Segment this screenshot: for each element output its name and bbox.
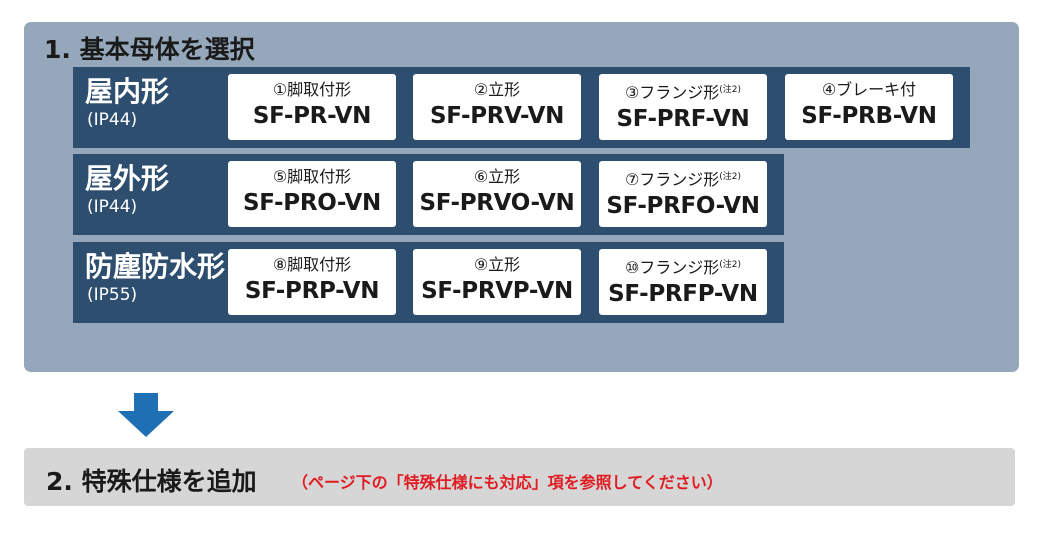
group-row-indoor: 屋内形 (IP44) ①脚取付形 SF-PR-VN ②立形 SF-PRV-VN … [73,67,970,148]
model-type-label: ①脚取付形 [272,80,352,99]
group-ip-rating: (IP55) [87,285,138,305]
group-row-dustproof-waterproof: 防塵防水形 (IP55) ⑧脚取付形 SF-PRP-VN ⑨立形 SF-PRVP… [73,242,784,323]
group-name: 防塵防水形 [85,250,226,283]
model-code: SF-PRVO-VN [419,190,575,216]
model-card: ③フランジ形(注2) SF-PRF-VN [599,74,767,140]
model-card: ⑩フランジ形(注2) SF-PRFP-VN [599,249,767,315]
group-name: 屋外形 [85,162,170,195]
model-type-label: ③フランジ形 [624,83,720,102]
model-card: ②立形 SF-PRV-VN [413,74,581,140]
group-ip-rating: (IP44) [87,110,138,130]
footnote-marker: (注2) [719,260,742,270]
model-code: SF-PRO-VN [243,190,381,216]
model-type-label: ④ブレーキ付 [821,80,917,99]
model-code: SF-PRB-VN [801,103,937,129]
model-code: SF-PRP-VN [244,278,380,304]
model-code: SF-PRV-VN [429,103,565,129]
step1-title: 1. 基本母体を選択 [44,35,255,64]
group-row-outdoor: 屋外形 (IP44) ⑤脚取付形 SF-PRO-VN ⑥立形 SF-PRVO-V… [73,154,784,235]
step1-panel: 1. 基本母体を選択 屋内形 (IP44) ①脚取付形 SF-PR-VN ②立形… [24,22,1019,372]
model-card: ①脚取付形 SF-PR-VN [228,74,396,140]
model-card: ⑦フランジ形(注2) SF-PRFO-VN [599,161,767,227]
model-code: SF-PRFO-VN [606,193,760,219]
down-arrow-icon [118,393,174,441]
model-code: SF-PRFP-VN [608,281,758,307]
model-card: ⑧脚取付形 SF-PRP-VN [228,249,396,315]
step2-panel: 2. 特殊仕様を追加 （ページ下の「特殊仕様にも対応」項を参照してください） [24,448,1015,506]
model-code: SF-PRF-VN [616,106,750,132]
model-card: ④ブレーキ付 SF-PRB-VN [785,74,953,140]
model-type-label: ⑩フランジ形 [624,258,720,277]
model-code: SF-PR-VN [252,103,372,129]
model-code: SF-PRVP-VN [421,278,573,304]
down-arrow-icon-svg [118,393,174,437]
model-type-label: ⑥立形 [473,167,521,186]
model-type-label: ②立形 [473,80,521,99]
step2-reference-note: （ページ下の「特殊仕様にも対応」項を参照してください） [292,473,723,492]
model-type-label: ⑦フランジ形 [624,170,720,189]
step2-title: 2. 特殊仕様を追加 [46,467,257,496]
group-ip-rating: (IP44) [87,197,138,217]
model-type-label: ⑤脚取付形 [272,167,352,186]
footnote-marker: (注2) [719,85,742,95]
group-label: 防塵防水形 (IP55) [85,250,225,306]
model-card: ⑥立形 SF-PRVO-VN [413,161,581,227]
group-label: 屋内形 (IP44) [85,75,169,131]
model-type-label: ⑧脚取付形 [272,255,352,274]
group-label: 屋外形 (IP44) [85,162,169,218]
group-name: 屋内形 [85,75,170,108]
model-type-label: ⑨立形 [473,255,521,274]
model-card: ⑤脚取付形 SF-PRO-VN [228,161,396,227]
model-card: ⑨立形 SF-PRVP-VN [413,249,581,315]
footnote-marker: (注2) [719,172,742,182]
